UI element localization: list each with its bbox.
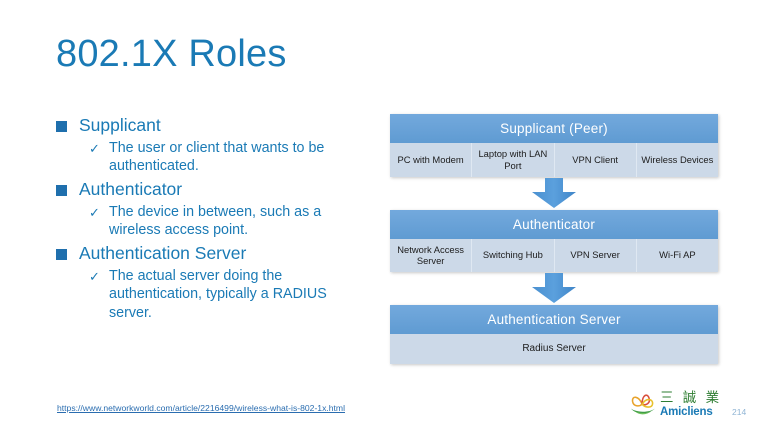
block-cell-row: PC with Modem Laptop with LAN Port VPN C… xyxy=(390,143,718,177)
logo-text-block: 三 誠 業 Amicliens xyxy=(660,390,722,418)
page-number: 214 xyxy=(732,407,747,417)
block-cell-row: Radius Server xyxy=(390,334,718,364)
arrow-connector-2 xyxy=(390,272,718,305)
diagram-block-authentication-server: Authentication Server Radius Server xyxy=(390,305,718,364)
source-link[interactable]: https://www.networkworld.com/article/221… xyxy=(57,403,345,413)
square-bullet-icon xyxy=(56,249,67,261)
diagram-cell: Network Access Server xyxy=(390,238,473,272)
logo-chinese-name: 三 誠 業 xyxy=(660,390,722,406)
bullet-label: Authenticator xyxy=(79,179,183,200)
diagram-cell: VPN Server xyxy=(555,238,637,272)
square-bullet-icon xyxy=(56,185,67,197)
diagram-cell: Radius Server xyxy=(522,342,586,354)
bullet-list: Supplicant ✓ The user or client that wan… xyxy=(56,112,386,325)
diagram-cell: Switching Hub xyxy=(472,238,555,272)
check-icon: ✓ xyxy=(89,140,100,156)
logo-english-name: Amicliens xyxy=(660,405,713,418)
block-header-label: Authentication Server xyxy=(390,305,718,334)
page-title: 802.1X Roles xyxy=(56,33,287,75)
sub-bullet-item: ✓ The actual server doing the authentica… xyxy=(89,267,386,322)
diagram-cell: PC with Modem xyxy=(390,143,473,177)
sub-bullet-text: The actual server doing the authenticati… xyxy=(109,268,327,321)
down-arrow-icon xyxy=(532,177,576,208)
diagram-cell: Wi-Fi AP xyxy=(659,249,696,261)
block-header-label: Supplicant (Peer) xyxy=(390,114,718,143)
sub-bullet-item: ✓ The user or client that wants to be au… xyxy=(89,139,386,176)
arrow-connector-1 xyxy=(390,177,718,210)
check-icon: ✓ xyxy=(89,269,100,285)
diagram-block-authenticator: Authenticator Network Access Server Swit… xyxy=(390,209,718,272)
bullet-label: Authentication Server xyxy=(79,243,247,264)
down-arrow-icon xyxy=(532,273,576,303)
square-bullet-icon xyxy=(56,121,67,132)
sub-bullet-text: The user or client that wants to be auth… xyxy=(109,139,325,174)
roles-diagram: Supplicant (Peer) PC with Modem Laptop w… xyxy=(390,114,718,364)
diagram-cell: VPN Client xyxy=(555,143,637,177)
check-icon: ✓ xyxy=(89,204,100,220)
block-cell-row: Network Access Server Switching Hub VPN … xyxy=(390,238,718,272)
diagram-cell: Laptop with LAN Port xyxy=(472,143,555,177)
diagram-block-supplicant: Supplicant (Peer) PC with Modem Laptop w… xyxy=(390,114,718,177)
block-header-label: Authenticator xyxy=(390,209,718,239)
bullet-label: Supplicant xyxy=(79,115,161,135)
sub-bullet-text: The device in between, such as a wireles… xyxy=(109,203,322,239)
bullet-item-supplicant: Supplicant xyxy=(56,114,386,138)
sub-bullet-item: ✓ The device in between, such as a wirel… xyxy=(89,203,386,240)
bullet-item-authenticator: Authenticator xyxy=(56,178,386,202)
butterfly-logo-icon xyxy=(630,394,656,415)
bullet-item-authentication-server: Authentication Server xyxy=(56,242,386,266)
diagram-cell: Wireless Devices xyxy=(641,153,714,165)
company-logo: 三 誠 業 Amicliens xyxy=(628,390,722,418)
